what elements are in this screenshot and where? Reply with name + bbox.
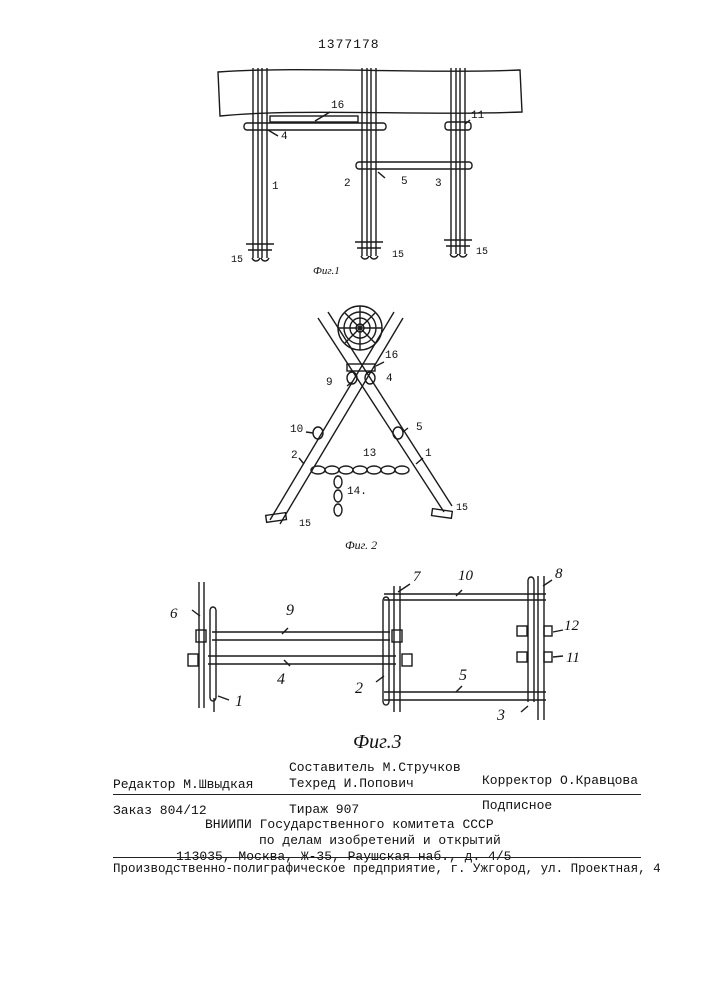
fig3-label-10: 10 bbox=[458, 568, 473, 585]
fig3-label-1: 1 bbox=[235, 693, 243, 711]
colophon-order: Заказ 804/12 bbox=[113, 803, 207, 818]
fig3-label-4: 4 bbox=[277, 671, 285, 689]
divider-2 bbox=[113, 857, 641, 858]
colophon-print-run: Тираж 907 bbox=[289, 802, 359, 817]
fig3-label-12: 12 bbox=[564, 618, 579, 635]
fig3-caption: Фиг.3 bbox=[353, 731, 402, 754]
fig3-label-6: 6 bbox=[170, 606, 178, 623]
fig3-label-2: 2 bbox=[355, 680, 363, 698]
colophon-org-line2: по делам изобретений и открытий bbox=[259, 833, 501, 848]
fig3-label-11: 11 bbox=[566, 650, 580, 667]
colophon-compiler: Составитель М.Стручков bbox=[289, 760, 461, 775]
fig3-label-9: 9 bbox=[286, 602, 294, 620]
colophon-subscription: Подписное bbox=[482, 798, 552, 813]
colophon-techred: Техред И.Попович bbox=[289, 776, 414, 791]
colophon-org-line1: ВНИИПИ Государственного комитета СССР bbox=[205, 817, 494, 832]
fig3-label-8: 8 bbox=[555, 566, 563, 583]
divider-1 bbox=[113, 794, 641, 795]
fig3-label-7: 7 bbox=[413, 569, 421, 586]
colophon-corrector: Корректор О.Кравцова bbox=[482, 773, 638, 788]
fig3-label-3: 3 bbox=[497, 707, 505, 725]
fig3-label-5: 5 bbox=[459, 667, 467, 685]
colophon-editor: Редактор М.Швыдкая bbox=[113, 777, 253, 792]
colophon-printer: Производственно-полиграфическое предприя… bbox=[113, 862, 661, 876]
